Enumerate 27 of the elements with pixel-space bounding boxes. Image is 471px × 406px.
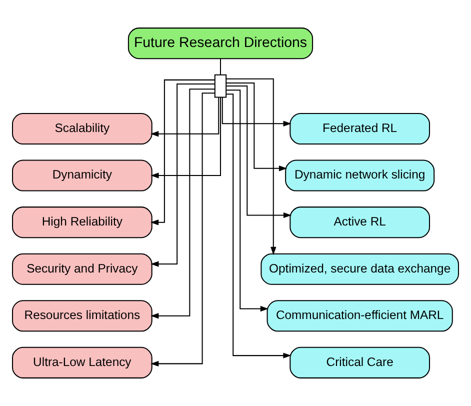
node-box: Future Research Directions bbox=[128, 28, 314, 60]
node-box: Federated RL bbox=[290, 113, 430, 145]
arrow bbox=[226, 86, 292, 218]
node-box: Active RL bbox=[290, 206, 430, 238]
node-box: Scalability bbox=[12, 113, 152, 145]
arrow bbox=[150, 97, 221, 178]
arrow bbox=[150, 88, 215, 319]
arrow bbox=[226, 78, 276, 256]
arrow bbox=[226, 94, 292, 358]
arrow bbox=[150, 92, 215, 367]
connector bbox=[220, 58, 221, 75]
node-box: Dynamicity bbox=[12, 160, 152, 192]
arrow bbox=[226, 90, 269, 312]
arrow bbox=[150, 84, 215, 267]
arrow bbox=[222, 98, 292, 127]
node-box: Security and Privacy bbox=[12, 253, 152, 285]
node-box: Critical Care bbox=[290, 346, 430, 378]
arrow bbox=[226, 82, 288, 172]
node-box: High Reliability bbox=[12, 206, 152, 238]
node-box: Communication-efficient MARL bbox=[266, 300, 453, 332]
node-bar bbox=[214, 74, 227, 98]
node-box: Ultra-Low Latency bbox=[12, 346, 152, 378]
arrow bbox=[150, 79, 214, 226]
node-box: Optimized, secure data exchange bbox=[260, 253, 459, 285]
node-box: Dynamic network slicing bbox=[285, 160, 435, 192]
node-box: Resources limitations bbox=[12, 300, 152, 332]
arrow bbox=[150, 98, 220, 137]
